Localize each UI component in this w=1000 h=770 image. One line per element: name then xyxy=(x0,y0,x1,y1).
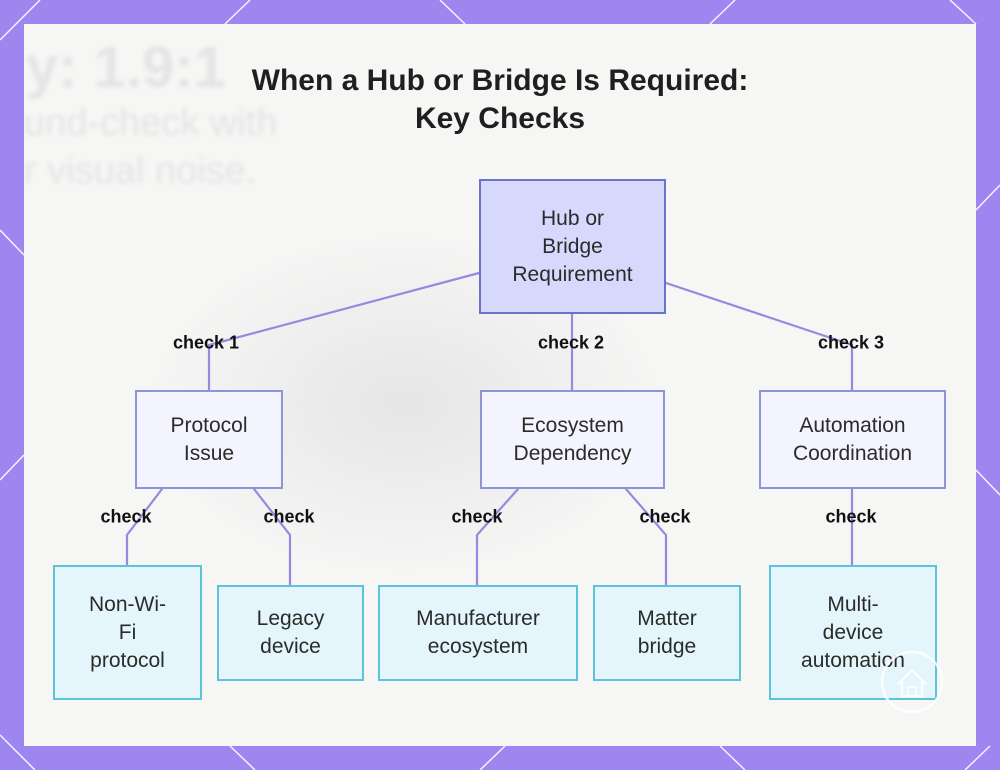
edge-label-check-legacy: check xyxy=(263,506,315,527)
edge-label-check-multidevice: check xyxy=(825,506,877,527)
node-label: Ecosystem Dependency xyxy=(513,413,632,465)
edge-label-check-3: check 3 xyxy=(817,332,885,353)
edge-protocol-legacy xyxy=(252,487,292,587)
house-logo-icon xyxy=(880,650,944,714)
background-text-2: und-check with xyxy=(24,102,278,144)
edge-label-check-manufacturer: check xyxy=(451,506,503,527)
diagram-title-line-2: Key Checks xyxy=(414,102,586,135)
edge-ecosystem-manufacturer xyxy=(475,487,520,587)
background-text-3: r visual noise. xyxy=(24,150,257,192)
node-label: Automation Coordination xyxy=(792,413,913,465)
node-label: Protocol Issue xyxy=(170,413,248,465)
node-manufacturer-ecosystem: Manufacturer ecosystem xyxy=(378,585,578,681)
background-text-1: y: 1.9:1 xyxy=(26,35,226,100)
edge-root-protocol xyxy=(207,271,481,392)
node-label: Multi- device automation xyxy=(801,592,905,672)
node-legacy-device: Legacy device xyxy=(217,585,364,681)
edge-protocol-nonwifi xyxy=(125,487,164,567)
node-ecosystem-dependency: Ecosystem Dependency xyxy=(480,390,665,489)
edge-label-check-1: check 1 xyxy=(172,332,240,353)
node-matter-bridge: Matter bridge xyxy=(593,585,741,681)
node-automation-coordination: Automation Coordination xyxy=(759,390,946,489)
node-label: Manufacturer ecosystem xyxy=(416,607,540,658)
edge-label-check-nonwifi: check xyxy=(100,506,152,527)
diagram-title-line-1: When a Hub or Bridge Is Required: xyxy=(251,64,749,97)
node-label: Legacy device xyxy=(256,607,325,658)
edge-label-check-matter: check xyxy=(639,506,691,527)
node-multi-device-automation: Multi- device automation xyxy=(769,565,937,700)
node-hub-bridge-requirement: Hub or Bridge Requirement xyxy=(479,179,666,314)
node-label: Hub or Bridge Requirement xyxy=(512,206,633,286)
node-label: Matter bridge xyxy=(637,607,697,658)
edge-label-check-2: check 2 xyxy=(537,332,605,353)
edge-root-automation xyxy=(664,281,854,392)
node-protocol-issue: Protocol Issue xyxy=(135,390,283,489)
node-label: Non-Wi- Fi protocol xyxy=(89,592,166,672)
node-non-wifi-protocol: Non-Wi- Fi protocol xyxy=(53,565,202,700)
edge-ecosystem-matter xyxy=(624,487,668,587)
